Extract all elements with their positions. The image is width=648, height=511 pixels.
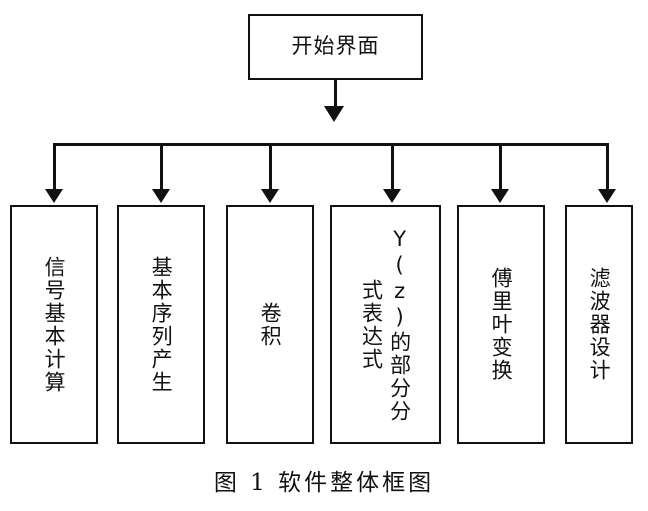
node-yz-partial-fraction-expression-label: Y(z)的部分分式表达式 <box>359 226 412 423</box>
arrowhead-drop-6-icon <box>598 189 616 203</box>
connector-drop-1 <box>53 143 56 191</box>
node-convolution-label: 卷积 <box>258 301 283 348</box>
node-start-interface[interactable]: 开始界面 <box>248 14 423 80</box>
node-convolution[interactable]: 卷积 <box>226 205 314 444</box>
node-signal-basic-calculation-label: 信号基本计算 <box>42 255 67 394</box>
node-filter-design-label: 滤波器设计 <box>587 267 612 382</box>
arrowhead-drop-4-icon <box>383 189 401 203</box>
node-fourier-transform-label: 傅里叶变换 <box>489 267 514 382</box>
arrowhead-drop-3-icon <box>261 189 279 203</box>
arrowhead-root-to-bus-icon <box>324 106 344 122</box>
node-signal-basic-calculation[interactable]: 信号基本计算 <box>10 205 98 444</box>
node-signal-basic-calculation-label-wrap: 信号基本计算 <box>12 207 96 442</box>
node-filter-design-label-wrap: 滤波器设计 <box>567 207 631 442</box>
node-start-interface-label: 开始界面 <box>291 34 380 59</box>
arrowhead-drop-1-icon <box>45 189 63 203</box>
connector-drop-6 <box>606 143 609 191</box>
node-convolution-label-wrap: 卷积 <box>228 207 312 442</box>
connector-drop-2 <box>160 143 163 191</box>
node-filter-design[interactable]: 滤波器设计 <box>565 205 633 444</box>
arrowhead-drop-2-icon <box>152 189 170 203</box>
node-fourier-transform[interactable]: 傅里叶变换 <box>457 205 545 444</box>
node-yz-partial-fraction-expression-label-wrap: Y(z)的部分分式表达式 <box>332 207 439 442</box>
figure-caption: 图 1 软件整体框图 <box>213 470 435 496</box>
node-fourier-transform-label-wrap: 傅里叶变换 <box>459 207 543 442</box>
node-basic-sequence-generation[interactable]: 基本序列产生 <box>117 205 205 444</box>
node-yz-partial-fraction-expression[interactable]: Y(z)的部分分式表达式 <box>330 205 441 444</box>
connector-drop-3 <box>269 143 272 191</box>
node-basic-sequence-generation-label-wrap: 基本序列产生 <box>119 207 203 442</box>
connector-drop-5 <box>499 143 502 191</box>
connector-bus-horizontal <box>53 143 609 146</box>
connector-drop-4 <box>391 143 394 191</box>
node-basic-sequence-generation-label: 基本序列产生 <box>149 255 174 394</box>
arrowhead-drop-5-icon <box>491 189 509 203</box>
connector-root-stem <box>334 80 337 108</box>
